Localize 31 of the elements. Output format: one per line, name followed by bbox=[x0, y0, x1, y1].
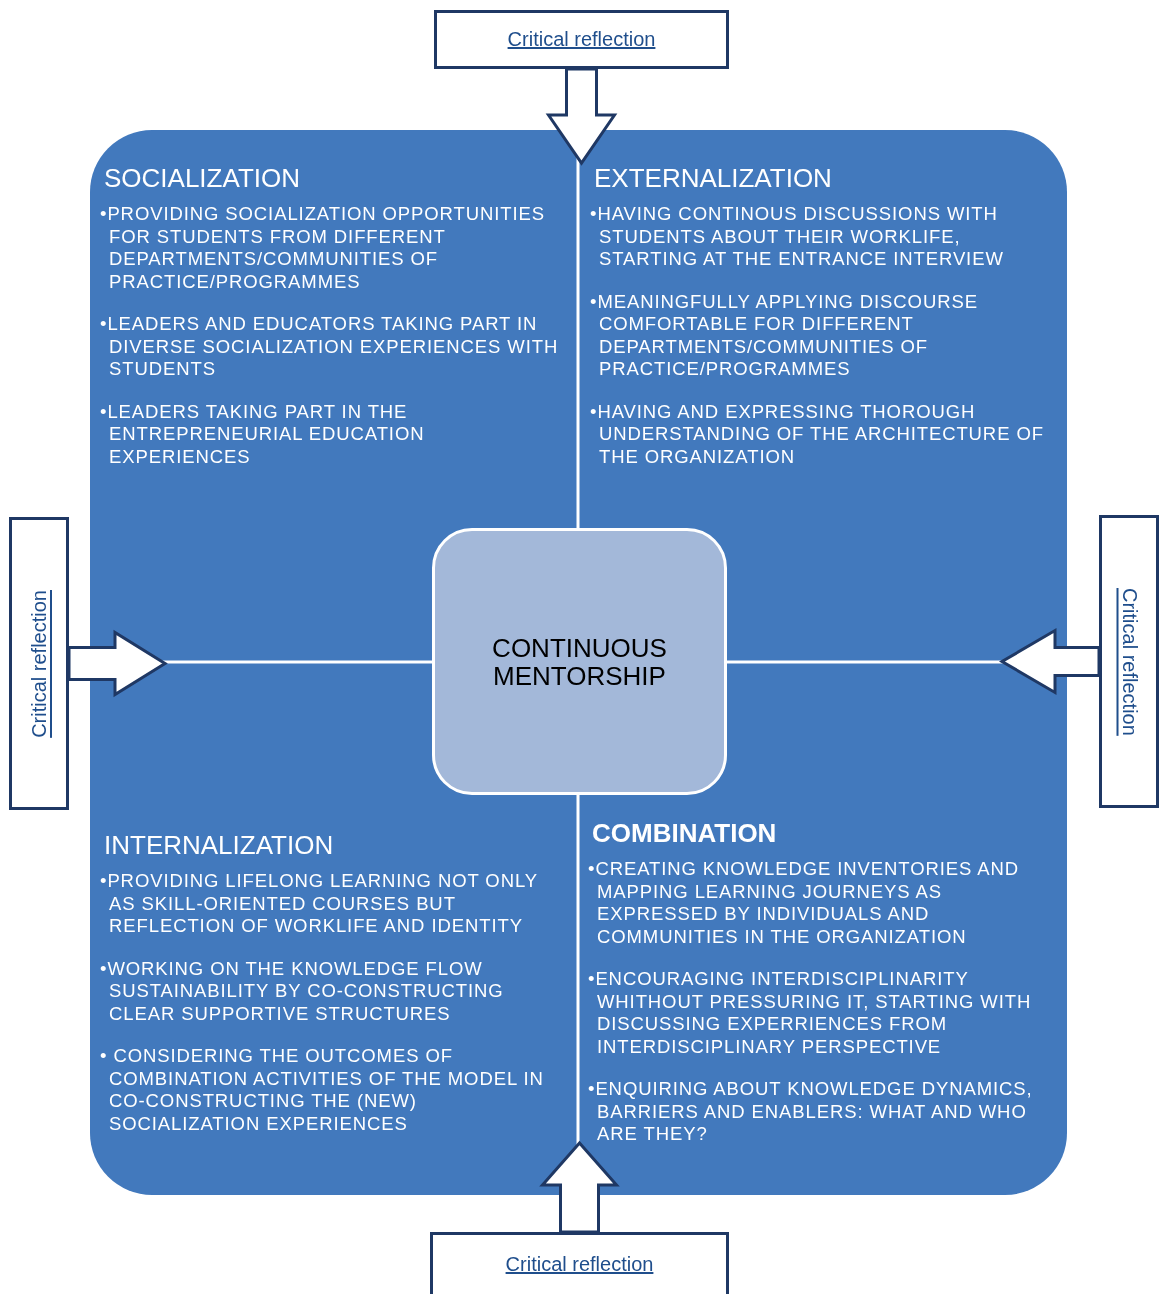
bullet-text: •MEANINGFULLY APPLYING DISCOURSE COMFORTABLE FOR DIFFERENT DEPARTMENTS/COMMUNITIES OF PRACTICE/PROGRAMMES bbox=[590, 290, 979, 381]
reflection-box bbox=[9, 517, 69, 810]
reflection-label: Critical reflection bbox=[505, 1253, 654, 1276]
reflection-box bbox=[434, 10, 729, 69]
bullet-text: •HAVING AND EXPRESSING THOROUGH UNDERSTANDING OF THE ARCHITECTURE OF THE ORGANIZATION bbox=[590, 400, 1045, 468]
quadrant-heading: COMBINATION bbox=[592, 818, 778, 848]
reflection-label: Critical reflection bbox=[507, 28, 656, 51]
block-arrow bbox=[999, 627, 1101, 696]
quadrant-panel bbox=[90, 130, 1067, 1195]
quadrant-heading: INTERNALIZATION bbox=[104, 830, 335, 860]
block-arrow bbox=[545, 67, 618, 166]
bullet-text: • CONSIDERING THE OUTCOMES OF COMBINATION ACTIVITIES OF THE MODEL IN CO-CONSTRUCTING THE (NEW) SOCIALIZATION EXPERIENCES bbox=[100, 1045, 545, 1135]
reflection-box bbox=[1099, 515, 1159, 808]
bullet-text: •HAVING CONTINOUS DISCUSSIONS WITH STUDENTS ABOUT THEIR WORKLIFE, STARTING AT THE ENTRANCE INTERVIEW bbox=[590, 203, 1005, 271]
center-box bbox=[432, 528, 727, 795]
bullet-text: •LEADERS TAKING PART IN THE ENTREPRENEURIAL EDUCATION EXPERIENCES bbox=[100, 400, 426, 468]
center-label: CONTINUOUS MENTORSHIP bbox=[491, 633, 668, 690]
reflection-label: Critical reflection bbox=[27, 589, 51, 738]
bullet-text: •PROVIDING LIFELONG LEARNING NOT ONLY AS SKILL-ORIENTED COURSES BUT REFLECTION OF WORKLIFE AND IDENTITY bbox=[100, 870, 539, 938]
block-arrow bbox=[67, 629, 168, 698]
bullet-text: •ENQUIRING ABOUT KNOWLEDGE DYNAMICS, BARRIERS AND ENABLERS: WHAT AND WHO ARE THEY? bbox=[588, 1078, 1034, 1146]
quadrant-heading: SOCIALIZATION bbox=[104, 163, 301, 193]
quadrant-heading: EXTERNALIZATION bbox=[594, 163, 833, 193]
bullet-text: •LEADERS AND EDUCATORS TAKING PART IN DIVERSE SOCIALIZATION EXPERIENCES WITH STUDENTS bbox=[100, 313, 560, 381]
bullet-text: •ENCOURAGING INTERDISCIPLINARITY WHITHOUT PRESSURING IT, STARTING WITH DISCUSSING EXPERRIENCES FROM INTERDISCIPLINARY PERSPECTIVE bbox=[588, 968, 1033, 1058]
reflection-box bbox=[430, 1232, 729, 1294]
bullet-text: •CREATING KNOWLEDGE INVENTORIES AND MAPPING LEARNING JOURNEYS AS EXPRESSED BY INDIVIDUALS AND COMMUNITIES IN THE ORGANIZATION bbox=[588, 858, 1020, 948]
bullet-text: •WORKING ON THE KNOWLEDGE FLOW SUSTAINABILITY BY CO-CONSTRUCTING CLEAR SUPPORTIVE STRUCTURES bbox=[100, 957, 505, 1025]
bullet-text: •PROVIDING SOCIALIZATION OPPORTUNITIES FOR STUDENTS FROM DIFFERENT DEPARTMENTS/COMMUNITIES OF PRACTICE/PROGRAMMES bbox=[100, 203, 546, 293]
reflection-label: Critical reflection bbox=[1117, 587, 1141, 736]
block-arrow bbox=[539, 1140, 620, 1234]
